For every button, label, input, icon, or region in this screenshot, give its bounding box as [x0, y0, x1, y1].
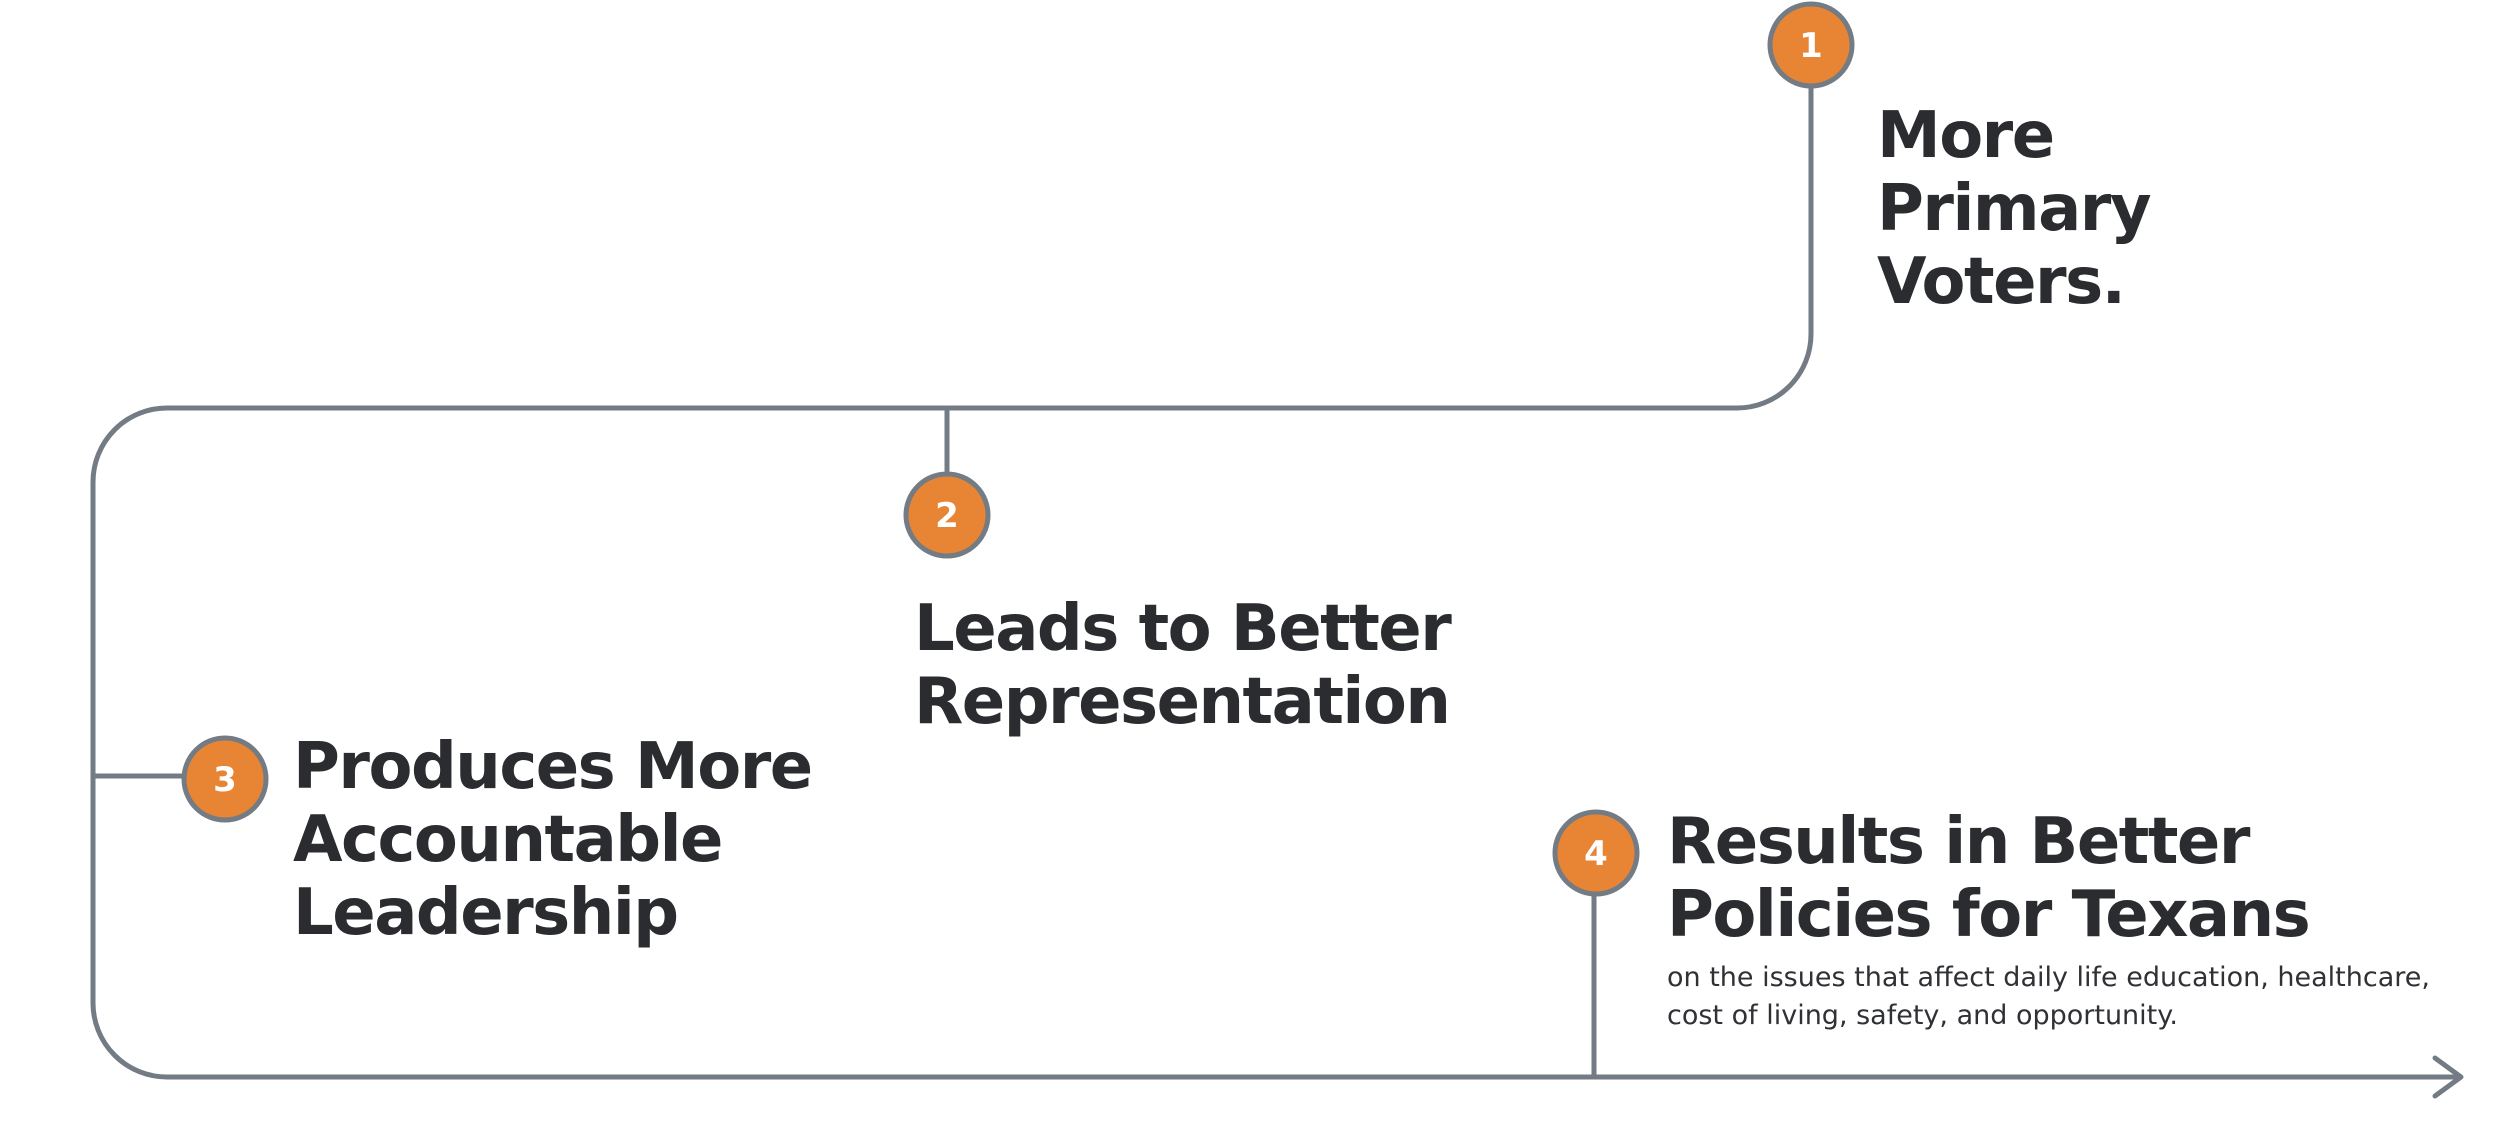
step-number-3: 3	[213, 760, 237, 800]
step-node-1: 1	[1767, 1, 1855, 89]
arrow-head-icon	[2432, 1055, 2464, 1099]
step-number-1: 1	[1799, 26, 1823, 66]
step-number-4: 4	[1584, 834, 1608, 874]
step-title-4: Results in Better Policies for Texans	[1667, 805, 2311, 952]
step-title-1: More Primary Voters.	[1877, 99, 2152, 319]
step-number-2: 2	[935, 496, 959, 536]
step-description-4: on the issues that affect daily life edu…	[1667, 962, 2430, 1031]
step-node-4: 4	[1552, 809, 1640, 897]
step-node-3: 3	[181, 735, 269, 823]
step-title-3: Produces More Accountable Leadership	[293, 730, 813, 950]
flow-path	[90, 85, 2458, 1080]
step-node-2: 2	[903, 471, 991, 559]
step-title-2: Leads to Better Representation	[914, 592, 1452, 739]
